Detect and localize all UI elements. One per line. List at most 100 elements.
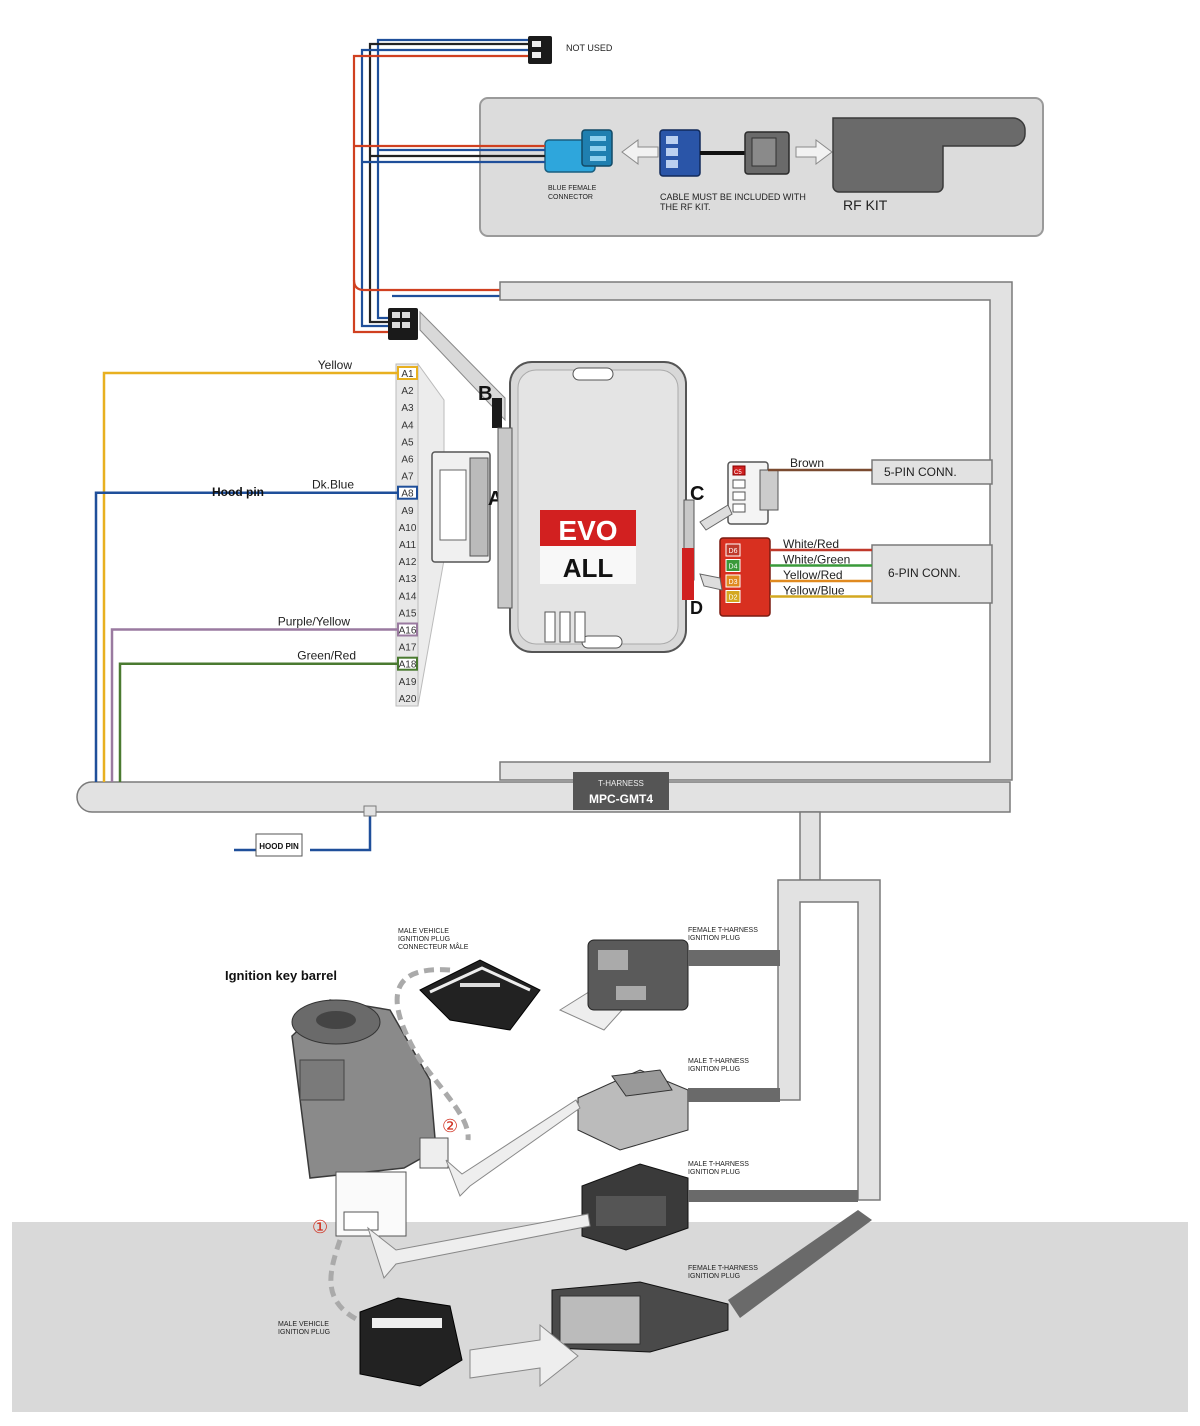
pin-label-a14: A14 [399, 591, 417, 602]
pin-label-a12: A12 [399, 557, 417, 568]
rf-kit-module [832, 117, 1026, 193]
marker-1: ① [312, 1217, 328, 1237]
blue-female-connector [544, 129, 613, 173]
wire-label-a16: Purple/Yellow [278, 615, 351, 629]
male-vehicle-top-3: CONNECTEUR MÂLE [398, 942, 469, 951]
pin-label-a15: A15 [399, 608, 417, 619]
pin-label-a16: A16 [399, 626, 417, 637]
female-t-top-1: FEMALE T-HARNESS [688, 927, 758, 934]
six-pin-label: 6-PIN CONN. [888, 566, 961, 580]
connector-a: A [431, 451, 502, 563]
pin-label-a7: A7 [401, 472, 414, 483]
pin-label-a10: A10 [399, 523, 417, 534]
pin-label-a17: A17 [399, 643, 417, 654]
pin-label-a1: A1 [401, 369, 414, 380]
pin-label-a4: A4 [401, 420, 414, 431]
male-t-2-line1: MALE T-HARNESS [688, 1161, 749, 1168]
port-b-label: B [478, 383, 492, 405]
wire-label-a8: Dk.Blue [312, 478, 354, 492]
right-arrow-icon [795, 139, 833, 165]
pin-label-a8: A8 [401, 489, 414, 500]
rf-kit-label: RF KIT [843, 197, 888, 213]
all-logo: ALL [563, 553, 614, 583]
pin-label-d2: D2 [729, 595, 738, 602]
pin-label-a18: A18 [399, 660, 417, 671]
wires-a [94, 371, 398, 782]
not-used-label: NOT USED [566, 43, 613, 53]
pin-label-d4: D4 [729, 564, 738, 571]
pin-label-a5: A5 [401, 437, 414, 448]
not-used-connector: NOT USED [528, 36, 613, 64]
evo-logo: EVO [558, 515, 617, 546]
female-t-harness-plug-top [587, 939, 780, 1011]
pin-label-a19: A19 [399, 677, 417, 688]
pin-label-a20: A20 [399, 694, 417, 705]
mpc-label: MPC-GMT4 [589, 792, 653, 806]
male-t-1-line2: IGNITION PLUG [688, 1066, 740, 1073]
marker-2: ② [442, 1116, 458, 1136]
hood-pin-title: Hood pin [212, 485, 264, 499]
wire-a1 [102, 371, 398, 782]
female-t-top-2: IGNITION PLUG [688, 935, 740, 942]
left-right-arrow-icon [621, 139, 659, 165]
male-vehicle-plug-bottom [359, 1297, 579, 1388]
wire-label-a18: Green/Red [297, 649, 356, 663]
hood-pin-switch: HOOD PIN [234, 805, 377, 857]
pin-label-d3: D3 [729, 579, 738, 586]
dashed-routes [328, 967, 471, 1323]
pin-label-a9: A9 [401, 506, 414, 517]
blue-connector-label-2: CONNECTOR [548, 194, 593, 201]
pins-d: D6White/RedD4White/GreenD3Yellow/RedD2Ye… [725, 537, 872, 603]
male-t-1-line1: MALE T-HARNESS [688, 1058, 749, 1065]
male-vehicle-bottom-2: IGNITION PLUG [278, 1329, 330, 1336]
pin-label-d6: D6 [729, 548, 738, 555]
pin-label-a6: A6 [401, 455, 414, 466]
five-pin-label: 5-PIN CONN. [884, 465, 957, 479]
wire-a8 [94, 491, 398, 782]
pin-box-d6 [725, 543, 741, 557]
rf-wire-bundle [352, 38, 545, 334]
male-vehicle-top-1: MALE VEHICLE [398, 928, 449, 935]
ignition-barrel-label: Ignition key barrel [225, 968, 337, 983]
male-vehicle-top-2: IGNITION PLUG [398, 936, 450, 943]
blue-connector-label-1: BLUE FEMALE [548, 185, 597, 192]
connector-c: C5 C Brown [690, 456, 872, 531]
evo-all-module: EVO ALL [497, 361, 695, 653]
rf-kit-panel: BLUE FEMALE CONNECTOR CABLE MUST BE INCL… [479, 97, 1044, 237]
conn-c-wire: Brown [790, 456, 824, 470]
pin-strip-a [395, 362, 445, 707]
male-vehicle-bottom-1: MALE VEHICLE [278, 1321, 329, 1328]
wire-a18 [118, 662, 398, 782]
pin-label-a11: A11 [399, 540, 416, 551]
pin-label-a13: A13 [399, 574, 417, 585]
pin-box-d4 [725, 559, 741, 572]
male-t-harness-plug-2 [367, 1163, 858, 1280]
hood-pin-box-label: HOOD PIN [259, 842, 299, 851]
male-t-2-line2: IGNITION PLUG [688, 1169, 740, 1176]
ignition-barrel [291, 999, 449, 1237]
wire-label-a1: Yellow [318, 358, 353, 372]
cable-note-2: THE RF KIT. [660, 202, 711, 212]
wire-a16 [110, 628, 398, 782]
port-d-label: D [690, 598, 703, 618]
female-t-bottom-1: FEMALE T-HARNESS [688, 1265, 758, 1272]
pins-a: A1A2A3A4A5A6A7A8A9A10A11A12A13A14A15A16A… [397, 366, 418, 705]
male-t-harness-plug-1 [445, 1069, 780, 1197]
pin-box-d2 [725, 590, 741, 603]
pin-label-a3: A3 [401, 403, 414, 414]
connector-b: B [388, 308, 506, 428]
t-harness-label: T-HARNESS [598, 779, 644, 788]
pin-box-d3 [725, 574, 741, 588]
t-harness-tubes [76, 281, 1013, 1201]
rf-cable-connector [659, 129, 790, 177]
wire-label-d4: White/Green [783, 553, 850, 567]
wire-label-d3: Yellow/Red [783, 568, 843, 582]
cable-note-1: CABLE MUST BE INCLUDED WITH [660, 192, 806, 202]
mpc-label-block: T-HARNESS MPC-GMT4 [573, 772, 669, 810]
pin-label-a2: A2 [401, 386, 414, 397]
port-c-label: C [690, 483, 704, 505]
conn-c-pin: C5 [734, 470, 742, 476]
wire-label-d6: White/Red [783, 537, 839, 551]
female-t-bottom-2: IGNITION PLUG [688, 1273, 740, 1280]
